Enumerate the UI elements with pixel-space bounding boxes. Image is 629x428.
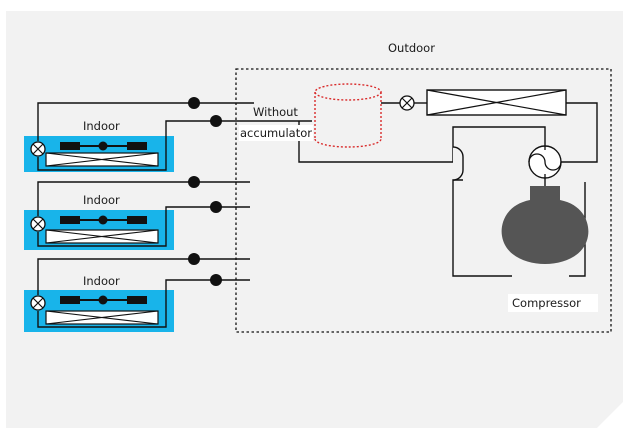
pipe-junction-icon xyxy=(188,253,200,265)
pipe-junction-icon xyxy=(210,201,222,213)
outdoor-label: Outdoor xyxy=(388,41,435,55)
indoor-coil-2 xyxy=(30,215,159,244)
outdoor-unit-boundary xyxy=(235,68,612,333)
indoor-label: Indoor xyxy=(83,193,120,207)
pipe-junction-icon xyxy=(210,115,222,127)
four-way-valve-icon xyxy=(528,145,562,179)
compressor-label: Compressor xyxy=(512,296,581,310)
accumulator-icon xyxy=(314,83,382,148)
pipe-junctions xyxy=(188,97,222,286)
indoor-coil-1 xyxy=(30,141,159,167)
compressor-icon xyxy=(501,186,589,264)
outdoor-piping xyxy=(381,102,598,277)
indoor-coil-3 xyxy=(30,295,159,325)
pipe-junction-icon xyxy=(188,97,200,109)
compressor-label-bg xyxy=(508,294,598,312)
outdoor-heat-exchanger xyxy=(426,89,567,116)
indoor-label: Indoor xyxy=(83,119,120,133)
pipe-junction-icon xyxy=(210,274,222,286)
pipe-junction-icon xyxy=(188,176,200,188)
without-label: Without xyxy=(253,105,298,119)
accumulator-label: accumulator xyxy=(240,126,312,140)
indoor-piping xyxy=(37,102,453,328)
page-fold xyxy=(597,396,629,428)
accumulator-label-bg xyxy=(239,125,313,141)
indoor-label: Indoor xyxy=(83,274,120,288)
pipe-crossover xyxy=(452,146,464,181)
